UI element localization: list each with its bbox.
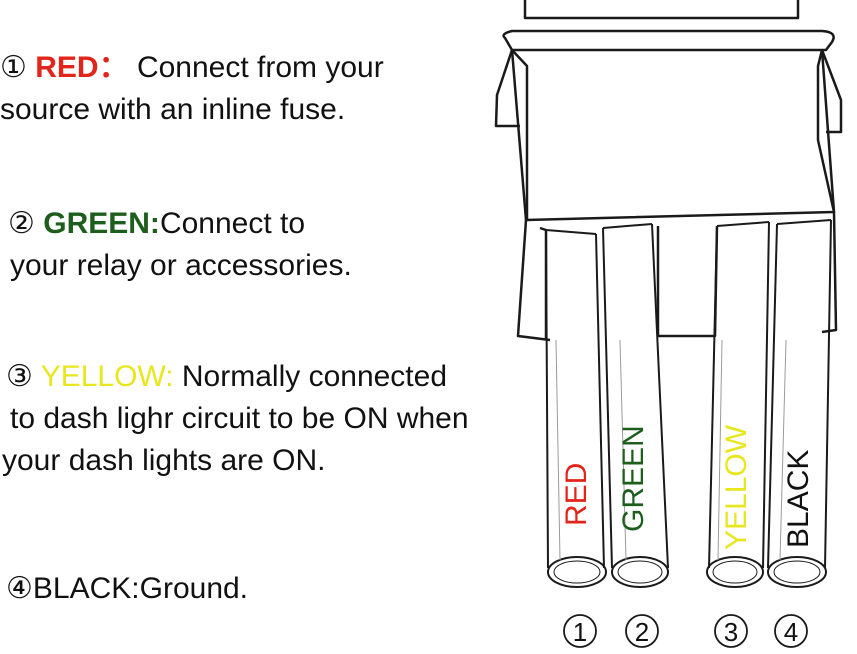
left-ear — [494, 49, 520, 128]
instruction-red: ① RED： Connect from your source with an … — [0, 47, 384, 131]
wires — [545, 219, 832, 588]
instruction-red-text: Connect from your — [136, 51, 384, 84]
marker-3: ③ — [6, 359, 33, 394]
wire-1-end — [547, 556, 607, 588]
instruction-red-line1: ① RED： Connect from your — [0, 47, 384, 89]
instruction-green-line1: ② GREEN:Connect to — [8, 203, 352, 245]
svg-text:2: 2 — [635, 617, 649, 647]
instruction-red-line2: source with an inline fuse. — [0, 93, 346, 126]
switch-rim — [502, 29, 835, 52]
switch-body — [494, 0, 843, 342]
wire-4 — [767, 219, 832, 588]
instruction-black-text: BLACK:Ground. — [32, 572, 249, 605]
number-circle-1: 1 — [563, 614, 597, 648]
number-circle-2: 2 — [625, 614, 659, 648]
instruction-green: ② GREEN:Connect to your relay or accesso… — [8, 203, 352, 287]
lower-housing — [516, 211, 838, 342]
instruction-green-line2: your relay or accessories. — [10, 249, 352, 282]
color-name-green: GREEN: — [43, 207, 160, 240]
wire-3-end — [706, 556, 764, 588]
wire-1 — [545, 229, 607, 588]
svg-text:1: 1 — [573, 617, 587, 647]
instruction-yellow-text: Normally connected — [181, 360, 448, 393]
instruction-yellow-line2: to dash lighr circuit to be ON when — [10, 402, 469, 435]
wire-4-end — [767, 556, 827, 588]
instruction-black: ④BLACK:Ground. — [6, 568, 248, 610]
number-circle-4: 4 — [774, 614, 808, 648]
wire-2-end — [611, 556, 669, 588]
switch-block — [510, 49, 836, 222]
wire-label-green: GREEN — [617, 425, 650, 532]
marker-1: ① — [0, 50, 27, 85]
number-circle-3: 3 — [714, 614, 748, 648]
wire-label-yellow: YELLOW — [720, 424, 753, 550]
instruction-green-text: Connect to — [159, 207, 306, 240]
marker-2: ② — [8, 206, 35, 241]
wire-labels: RED GREEN YELLOW BLACK — [560, 424, 815, 550]
wire-3 — [706, 221, 770, 588]
wire-2 — [602, 223, 669, 588]
connector-diagram: RED GREEN YELLOW BLACK 1 2 3 4 — [494, 0, 843, 648]
instruction-yellow-line1: ③ YELLOW: Normally connected — [6, 356, 469, 398]
svg-text:3: 3 — [724, 617, 738, 647]
svg-text:4: 4 — [784, 617, 798, 647]
right-ear — [820, 49, 843, 134]
color-name-yellow: YELLOW: — [40, 360, 174, 393]
instruction-yellow-line3: your dash lights are ON. — [2, 444, 326, 477]
marker-4: ④ — [6, 571, 33, 606]
color-name-red: RED： — [35, 51, 129, 84]
switch-cap — [523, 0, 800, 20]
wire-label-black: BLACK — [782, 450, 815, 548]
wire-label-red: RED — [560, 463, 593, 526]
instruction-yellow: ③ YELLOW: Normally connected to dash lig… — [2, 356, 469, 482]
wire-numbers: 1 2 3 4 — [563, 614, 808, 648]
